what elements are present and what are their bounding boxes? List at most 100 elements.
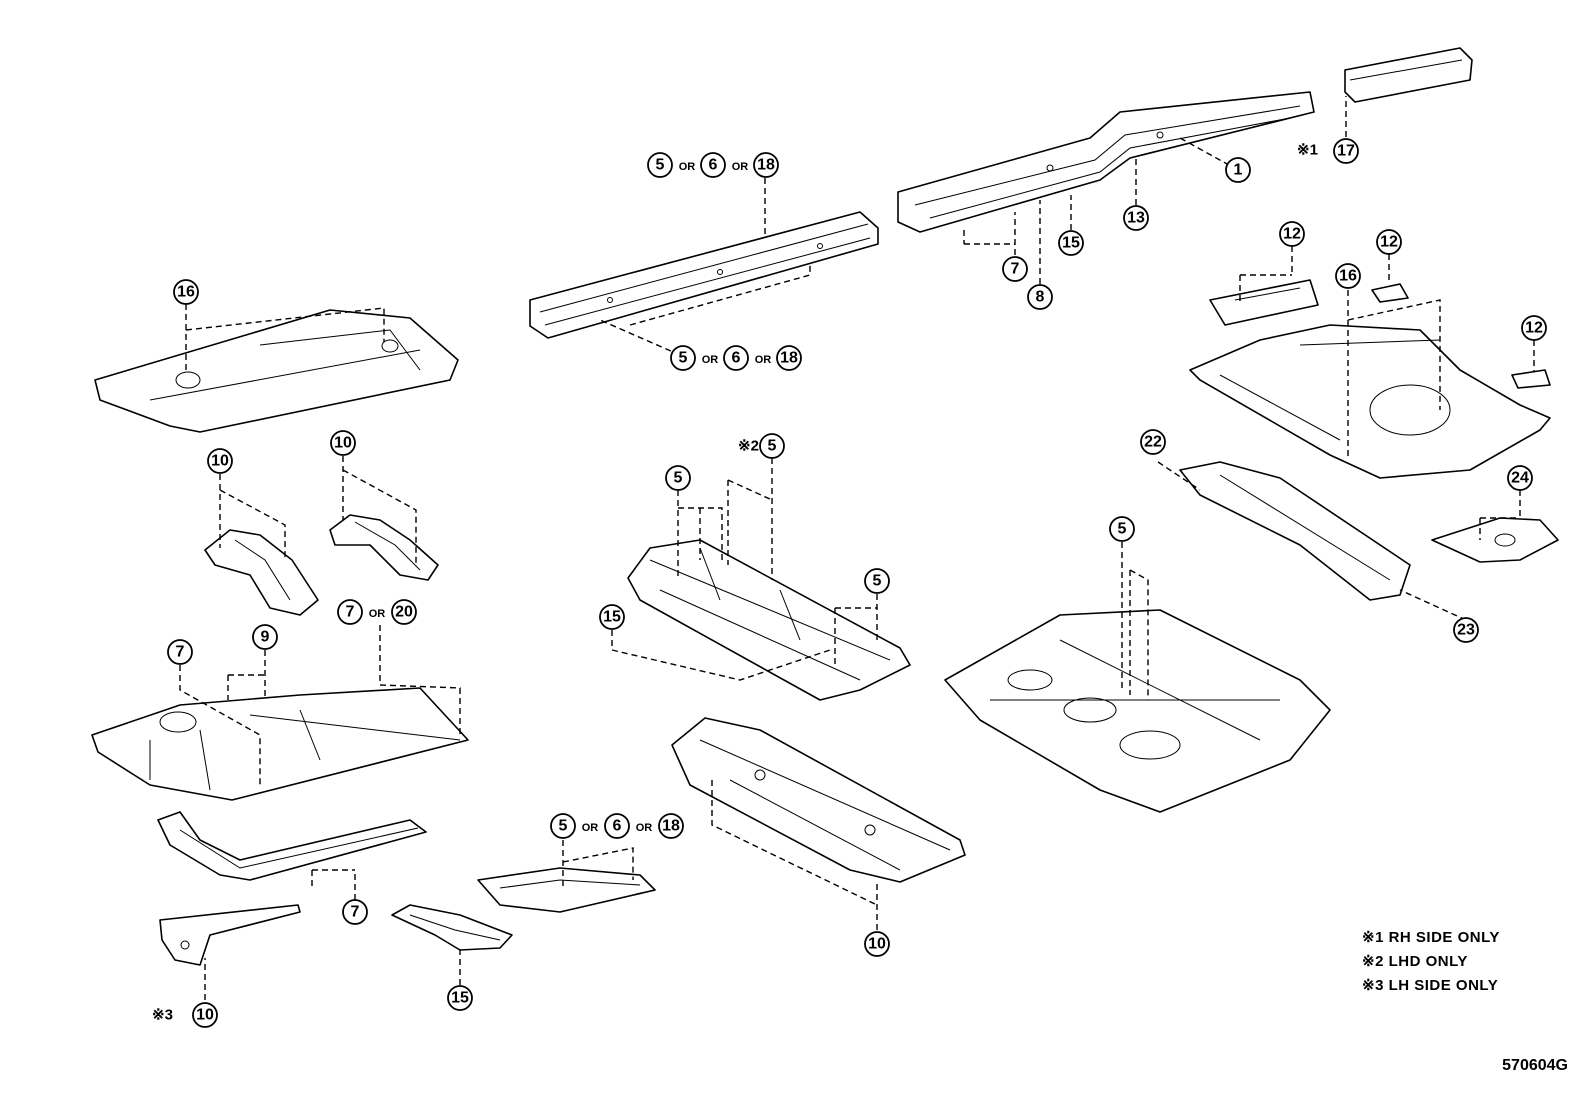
callout-6-top: 6 <box>700 152 726 178</box>
svg-text:5: 5 <box>768 438 777 455</box>
callout-10-b: 10 <box>330 430 356 456</box>
callout-15-center: 15 <box>599 604 625 630</box>
notes-legend: ※1 RH SIDE ONLY ※2 LHD ONLY ※3 LH SIDE O… <box>1362 926 1500 998</box>
part-main-floor <box>944 609 1331 813</box>
svg-text:10: 10 <box>196 1007 214 1024</box>
note-rh-side-only: ※1 RH SIDE ONLY <box>1362 929 1500 946</box>
part-rear-side-member <box>897 91 1315 233</box>
svg-text:18: 18 <box>780 350 798 367</box>
callout-18-mid: 18 <box>776 345 802 371</box>
svg-text:10: 10 <box>211 453 229 470</box>
svg-text:6: 6 <box>709 157 718 174</box>
part-24-panel <box>1431 517 1559 563</box>
svg-text:12: 12 <box>1380 234 1398 251</box>
callout-12-c: 12 <box>1521 315 1547 341</box>
note-lhd-only: ※2 LHD ONLY <box>1362 953 1468 970</box>
mark-rh-side: ※1 <box>1297 142 1318 159</box>
part-center-tunnel-panel <box>627 539 911 701</box>
callout-5-center: 5 <box>665 465 691 491</box>
or-label: OR <box>679 161 696 173</box>
svg-text:5: 5 <box>1118 521 1127 538</box>
callout-18-top: 18 <box>753 152 779 178</box>
svg-text:6: 6 <box>732 350 741 367</box>
callout-16-left: 16 <box>173 279 199 305</box>
part-small-panel <box>477 867 656 913</box>
callout-12-b: 12 <box>1376 229 1402 255</box>
svg-text:15: 15 <box>603 609 621 626</box>
callout-9: 9 <box>252 624 278 650</box>
callout-20: 20 <box>391 599 417 625</box>
svg-text:10: 10 <box>868 936 886 953</box>
callout-7-left: 7 <box>167 639 193 665</box>
svg-text:16: 16 <box>177 284 195 301</box>
callout-18-bottom: 18 <box>658 813 684 839</box>
leader-lines <box>179 96 1535 1000</box>
svg-text:5: 5 <box>559 818 568 835</box>
svg-text:5: 5 <box>679 350 688 367</box>
svg-text:1: 1 <box>1234 162 1243 179</box>
callout-10-bottom: 10 <box>192 1002 218 1028</box>
mark-lh-side: ※3 <box>152 1007 173 1024</box>
svg-text:9: 9 <box>261 629 270 646</box>
part-10-bracket-c <box>159 904 301 966</box>
callout-6-bottom: 6 <box>604 813 630 839</box>
svg-text:23: 23 <box>1457 622 1475 639</box>
svg-text:7: 7 <box>351 904 360 921</box>
callout-5-top: 5 <box>647 152 673 178</box>
callout-5-center-right: 5 <box>864 568 890 594</box>
or-label: OR <box>582 822 599 834</box>
svg-text:18: 18 <box>662 818 680 835</box>
part-12-pad-b <box>1371 283 1409 303</box>
callout-7-or: 7 <box>337 599 363 625</box>
part-17-extension <box>1344 47 1473 103</box>
part-12-pad-a <box>1209 279 1319 326</box>
callout-22: 22 <box>1140 429 1166 455</box>
part-15-bracket <box>391 904 513 951</box>
svg-text:17: 17 <box>1337 143 1355 160</box>
callout-8: 8 <box>1027 284 1053 310</box>
svg-text:6: 6 <box>613 818 622 835</box>
mark-lhd: ※2 <box>738 438 759 455</box>
part-12-pad-c <box>1511 369 1551 389</box>
callout-5-bottom: 5 <box>550 813 576 839</box>
part-10-bracket-a <box>204 529 319 616</box>
svg-text:5: 5 <box>674 470 683 487</box>
callout-10-center: 10 <box>864 931 890 957</box>
svg-text:12: 12 <box>1525 320 1543 337</box>
svg-text:15: 15 <box>451 990 469 1007</box>
or-label: OR <box>732 161 749 173</box>
part-front-floor <box>91 687 469 801</box>
callout-1: 1 <box>1225 157 1251 183</box>
callout-5-floor: 5 <box>1109 516 1135 542</box>
svg-text:22: 22 <box>1144 434 1162 451</box>
callout-13: 13 <box>1123 205 1149 231</box>
callout-7-rocker: 7 <box>342 899 368 925</box>
callout-6-mid: 6 <box>723 345 749 371</box>
or-label: OR <box>702 354 719 366</box>
or-label: OR <box>636 822 653 834</box>
svg-text:12: 12 <box>1283 226 1301 243</box>
callout-15-bottom: 15 <box>447 985 473 1011</box>
callout-5-mid: 5 <box>670 345 696 371</box>
svg-text:10: 10 <box>334 435 352 452</box>
callout-15-top: 15 <box>1058 230 1084 256</box>
callout-16-right: 16 <box>1335 263 1361 289</box>
callout-7-top: 7 <box>1002 256 1028 282</box>
callout-17: 17 <box>1333 138 1359 164</box>
svg-text:7: 7 <box>1011 261 1020 278</box>
part-front-floor-pan <box>94 309 459 433</box>
part-10-bracket-b <box>329 514 439 581</box>
svg-text:7: 7 <box>176 644 185 661</box>
callout-12-a: 12 <box>1279 221 1305 247</box>
diagram-code: 570604G <box>1502 1057 1568 1074</box>
or-label: OR <box>369 608 386 620</box>
svg-text:8: 8 <box>1036 289 1045 306</box>
svg-text:16: 16 <box>1339 268 1357 285</box>
callout-23: 23 <box>1453 617 1479 643</box>
svg-text:15: 15 <box>1062 235 1080 252</box>
part-floor-crossmember <box>671 717 966 883</box>
svg-text:13: 13 <box>1127 210 1145 227</box>
part-rear-floor-pan <box>1189 324 1551 479</box>
svg-text:24: 24 <box>1511 470 1529 487</box>
